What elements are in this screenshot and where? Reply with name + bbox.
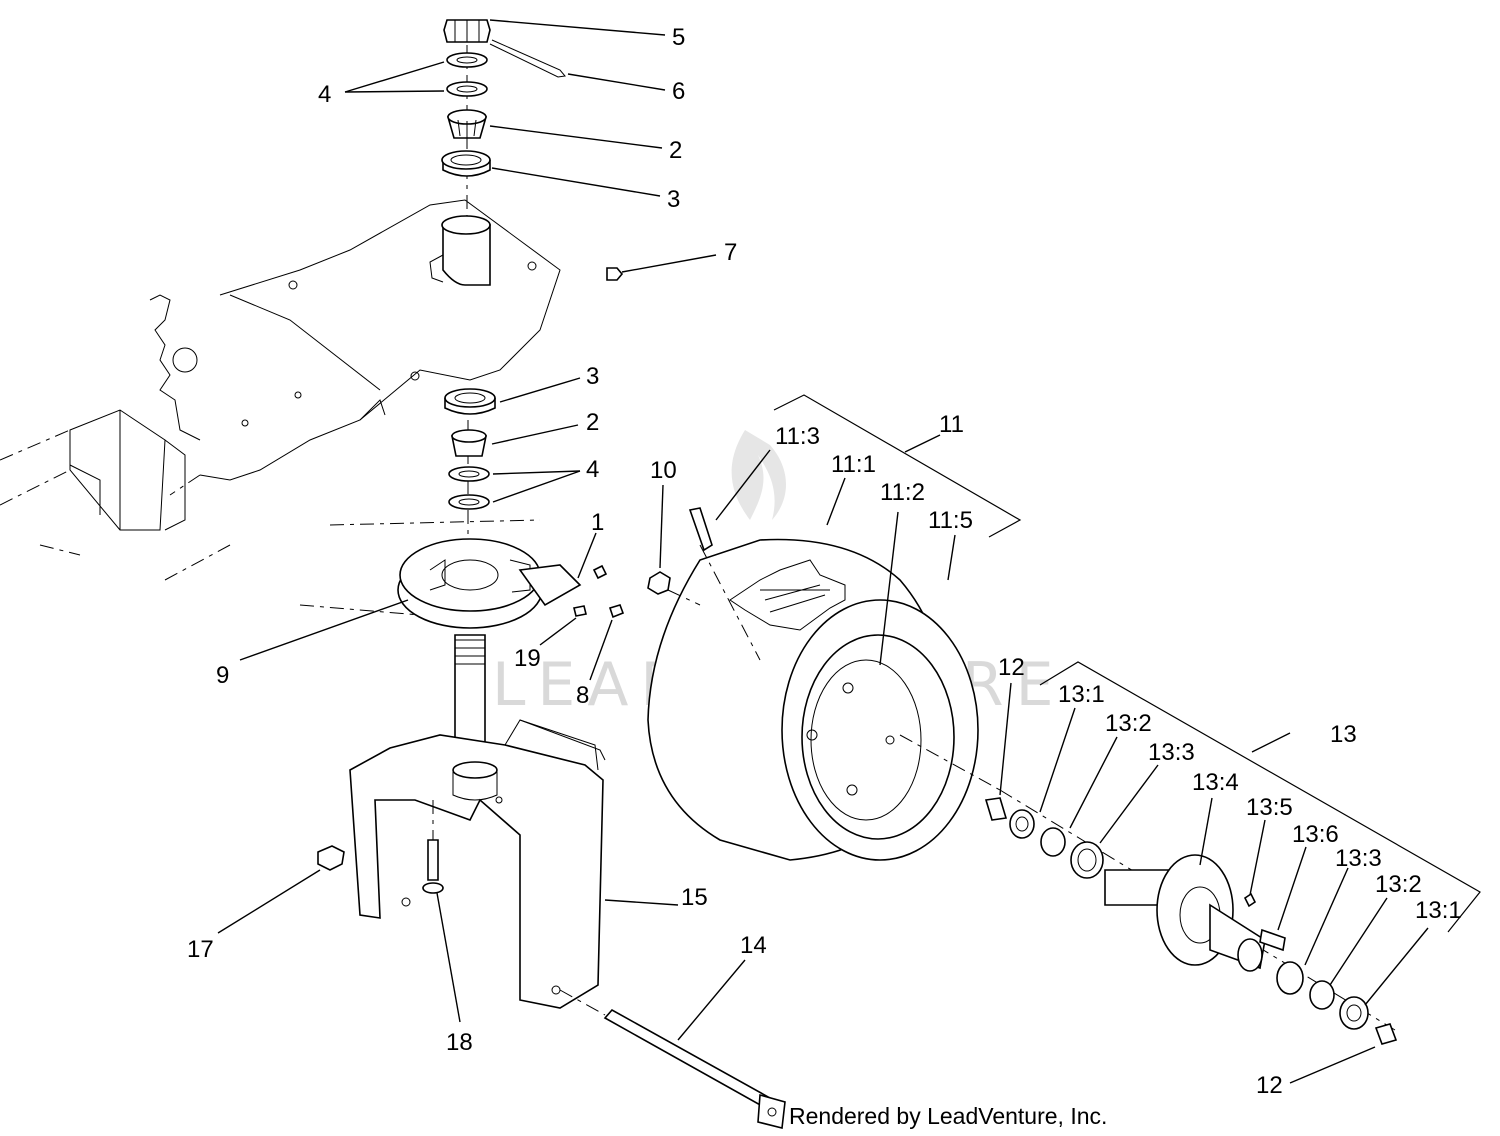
callout-15: 15 — [681, 884, 708, 911]
callout-9: 9 — [216, 662, 229, 689]
callout-13-3-lower: 13:3 — [1335, 845, 1382, 872]
callout-1: 1 — [591, 509, 604, 536]
bolt-1 — [592, 564, 608, 580]
callout-13: 13 — [1330, 721, 1357, 748]
callout-3-upper: 3 — [667, 186, 680, 213]
bearing-13-2a — [1040, 827, 1066, 857]
bearing-13-2b — [1309, 980, 1335, 1010]
callout-8: 8 — [576, 682, 589, 709]
callout-14: 14 — [740, 932, 767, 959]
callout-13-2-lower: 13:2 — [1375, 871, 1422, 898]
caster-fork — [317, 634, 606, 1009]
group-bracket-13 — [1039, 661, 1481, 933]
bolt-19 — [573, 605, 587, 617]
callout-11-3: 11:3 — [775, 423, 820, 450]
callout-5: 5 — [672, 24, 685, 51]
callout-13-1-lower: 13:1 — [1415, 897, 1462, 924]
callout-labels: 5 4 6 2 3 7 3 2 4 1 10 11:3 11 11:1 11:2… — [187, 24, 1462, 1099]
grease-13-5 — [1243, 892, 1257, 908]
caster-housing — [442, 224, 491, 286]
callout-4-lower: 4 — [586, 456, 599, 483]
lock-bracket — [518, 564, 582, 607]
callout-18: 18 — [446, 1029, 473, 1056]
callout-13-6: 13:6 — [1292, 821, 1339, 848]
callout-13-2-upper: 13:2 — [1105, 710, 1152, 737]
lug-nut — [647, 571, 671, 595]
bolt-18 — [427, 839, 439, 881]
frame-chassis — [0, 199, 561, 581]
washer-upper-1 — [446, 52, 488, 68]
valve-stem — [688, 507, 713, 552]
callout-13-5: 13:5 — [1246, 794, 1293, 821]
seal-13-1a — [1009, 809, 1035, 839]
callout-10: 10 — [650, 457, 677, 484]
callout-11: 11 — [939, 411, 964, 438]
nut-17 — [317, 845, 345, 871]
spacer-12b — [1374, 1023, 1398, 1045]
callout-3-lower: 3 — [586, 363, 599, 390]
caster-lock-disc — [299, 519, 625, 629]
callout-11-1: 11:1 — [831, 451, 876, 478]
callout-2-upper: 2 — [669, 137, 682, 164]
grease-fitting — [606, 267, 624, 281]
callout-13-1-upper: 13:1 — [1058, 681, 1105, 708]
group-bracket-11 — [773, 394, 1022, 538]
callout-13-3-upper: 13:3 — [1148, 739, 1195, 766]
bolt-13-6 — [1259, 928, 1286, 952]
callout-4-upper: 4 — [318, 81, 331, 108]
axle-bolt — [559, 989, 786, 1129]
cup-13-3a — [1070, 841, 1104, 879]
callout-11-5: 11:5 — [928, 507, 973, 534]
callout-6: 6 — [672, 78, 685, 105]
cotter-pin — [489, 39, 566, 78]
hub-assembly — [984, 789, 1398, 1045]
leader-lines — [217, 19, 1429, 1084]
callout-11-2: 11:2 — [880, 479, 925, 506]
callout-19: 19 — [514, 645, 541, 672]
tread-cutaway — [729, 559, 846, 631]
spacer-12a — [984, 797, 1008, 821]
cup-13-3b — [1276, 961, 1304, 995]
callout-2-lower: 2 — [586, 409, 599, 436]
lower-bearing-stack — [444, 388, 496, 560]
top-bearing-stack — [429, 19, 624, 286]
callout-12-upper: 12 — [998, 654, 1025, 681]
credit-text: Rendered by LeadVenture, Inc. — [789, 1103, 1107, 1129]
nut-8 — [608, 604, 625, 619]
washer-lower-2 — [448, 494, 490, 510]
washer-lower-1 — [448, 466, 490, 482]
callout-12-lower: 12 — [1256, 1072, 1283, 1099]
washer-upper-2 — [446, 81, 488, 97]
seal-13-1b — [1339, 996, 1369, 1030]
wheel-assembly — [647, 507, 1001, 861]
callout-13-4: 13:4 — [1192, 769, 1239, 796]
callout-17: 17 — [187, 936, 214, 963]
callout-7: 7 — [724, 239, 737, 266]
